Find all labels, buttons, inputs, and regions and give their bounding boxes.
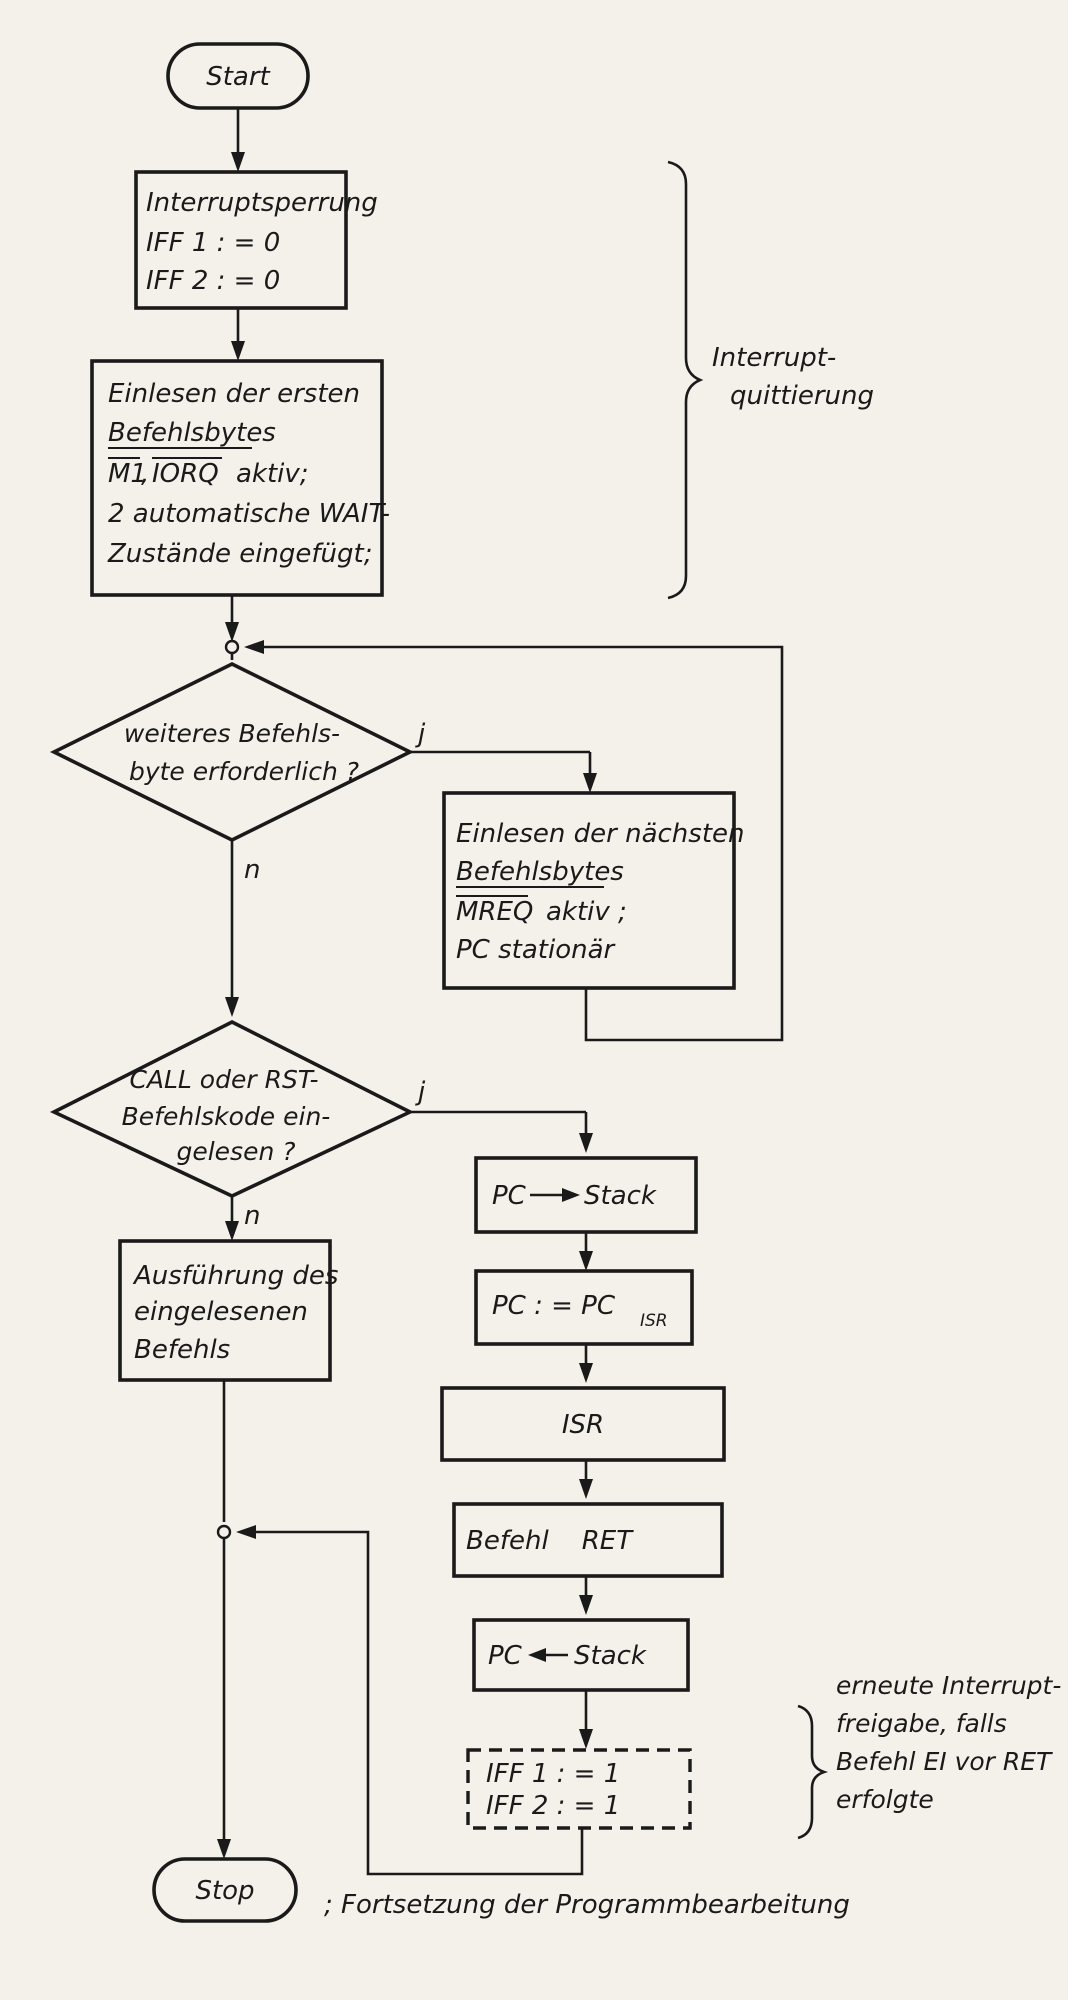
execute-line2: eingelesenen xyxy=(134,1297,308,1327)
ret-box: Befehl RET xyxy=(452,1502,724,1578)
reenable-note-line2: freigabe, falls xyxy=(836,1709,1007,1738)
iff-set-box: IFF 1 : = 1 IFF 2 : = 1 xyxy=(466,1748,692,1830)
decision-call-rst-no: n xyxy=(244,1201,260,1231)
reenable-note-line1: erneute Interrupt- xyxy=(836,1671,1061,1700)
decision-more-bytes-line1: weiteres Befehls- xyxy=(124,719,340,748)
read-next-line4: PC stationär xyxy=(456,935,617,965)
pop-pc-left: PC xyxy=(488,1641,523,1671)
read-first-line4: 2 automatische WAIT- xyxy=(108,499,390,529)
interrupt-disable-box: Interruptsperrung IFF 1 : = 0 IFF 2 : = … xyxy=(134,170,378,310)
read-next-bytes-box: Einlesen der nächsten Befehlsbytes MREQ … xyxy=(442,791,745,990)
pop-pc-box: PC Stack xyxy=(472,1618,690,1692)
read-first-line1: Einlesen der ersten xyxy=(108,379,360,409)
arrowheads xyxy=(217,152,597,1859)
iff1-set: IFF 1 : = 1 xyxy=(486,1759,620,1789)
read-first-active: aktiv; xyxy=(236,459,309,489)
read-first-line5: Zustände eingefügt; xyxy=(107,539,373,569)
stop-label: Stop xyxy=(195,1876,254,1906)
decision-call-rst-line2: Befehlskode ein- xyxy=(122,1102,331,1131)
decision-more-bytes-no: n xyxy=(244,855,260,885)
read-next-line2: Befehlsbytes xyxy=(456,857,624,887)
isr-label: ISR xyxy=(562,1410,604,1440)
read-next-line1: Einlesen der nächsten xyxy=(456,819,745,849)
read-first-bytes-box: Einlesen der ersten Befehlsbytes M1 , IO… xyxy=(90,359,390,597)
stop-terminal: Stop xyxy=(152,1857,298,1923)
signal-comma: , xyxy=(141,459,149,489)
reenable-note-line3: Befehl EI vor RET xyxy=(836,1747,1053,1776)
iff2-reset: IFF 2 : = 0 xyxy=(146,266,280,296)
iff1-reset: IFF 1 : = 0 xyxy=(146,228,280,258)
load-pc-box: PC : = PC ISR xyxy=(474,1269,694,1346)
push-pc-right: Stack xyxy=(584,1181,657,1211)
decision-call-rst-line3: gelesen ? xyxy=(176,1137,295,1166)
start-label: Start xyxy=(206,62,270,92)
reenable-note-line4: erfolgte xyxy=(836,1785,934,1814)
push-pc-box: PC Stack xyxy=(474,1156,698,1234)
execute-line3: Befehls xyxy=(134,1335,230,1365)
decision-call-rst-line1: CALL oder RST- xyxy=(129,1065,318,1094)
signal-mreq: MREQ xyxy=(456,897,533,927)
start-terminal: Start xyxy=(166,42,310,110)
interrupt-disable-title: Interruptsperrung xyxy=(146,188,378,218)
return-junction xyxy=(216,1524,232,1540)
load-pc-subscript: ISR xyxy=(640,1311,668,1331)
connectors xyxy=(222,108,784,1876)
decision-more-bytes: weiteres Befehls- byte erforderlich ? j … xyxy=(49,661,426,885)
signal-m1: M1 xyxy=(108,459,147,489)
isr-box: ISR xyxy=(440,1386,726,1462)
decision-call-rst: CALL oder RST- Befehlskode ein- gelesen … xyxy=(49,1019,426,1231)
acknowledge-label-line2: quittierung xyxy=(730,381,874,411)
push-pc-left: PC xyxy=(492,1181,527,1211)
signal-iorq: IORQ xyxy=(152,459,219,489)
loop-junction xyxy=(224,639,240,655)
execute-box: Ausführung des eingelesenen Befehls xyxy=(118,1239,338,1382)
iff2-set: IFF 2 : = 1 xyxy=(486,1791,620,1821)
execute-line1: Ausführung des xyxy=(132,1261,338,1291)
acknowledge-label-line1: Interrupt- xyxy=(712,343,836,373)
read-first-line2: Befehlsbytes xyxy=(108,418,276,448)
continue-note: ; Fortsetzung der Programmbearbeitung xyxy=(324,1890,850,1920)
ret-label: Befehl RET xyxy=(466,1526,634,1556)
decision-call-rst-yes: j xyxy=(415,1077,426,1107)
pop-pc-right: Stack xyxy=(574,1641,647,1671)
reenable-note: erneute Interrupt- freigabe, falls Befeh… xyxy=(797,1671,1061,1840)
acknowledge-brace: Interrupt- quittierung xyxy=(667,160,874,600)
load-pc-text: PC : = PC xyxy=(492,1291,616,1321)
read-next-active: aktiv ; xyxy=(546,897,627,927)
decision-more-bytes-yes: j xyxy=(415,719,426,749)
decision-more-bytes-line2: byte erforderlich ? xyxy=(129,757,359,786)
